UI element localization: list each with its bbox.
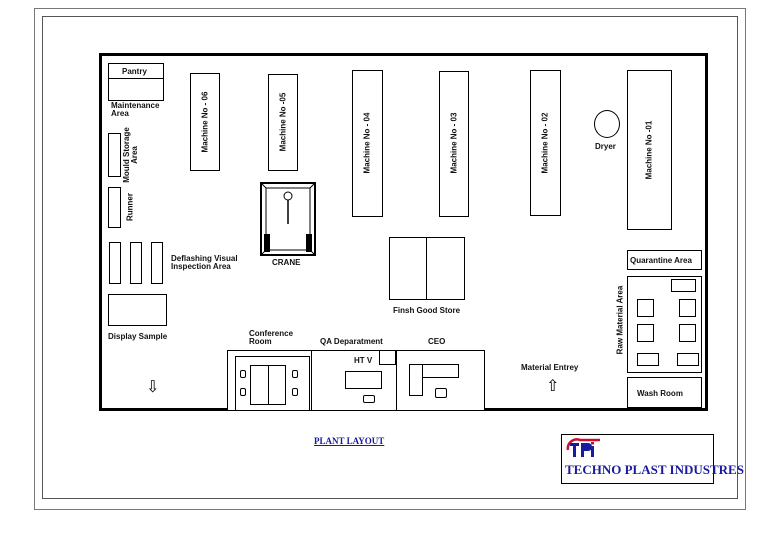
machine-05 — [268, 74, 298, 171]
finish-good-store-label: Finsh Good Store — [393, 306, 461, 315]
qa-chair — [363, 395, 375, 403]
dryer-label: Dryer — [595, 142, 616, 151]
office-divider-2 — [396, 350, 397, 410]
raw-material-rack — [671, 279, 696, 292]
drawing-frame — [42, 16, 738, 499]
qa-department-label: QA Deparatment — [320, 337, 383, 346]
wash-room-label: Wash Room — [637, 389, 683, 398]
machine-02-label: Machine No - 02 — [540, 112, 550, 174]
deflashing-table-3 — [151, 242, 163, 284]
deflashing-table-2 — [130, 242, 142, 284]
deflashing-label: Deflashing Visual Inspection Area — [171, 254, 238, 271]
ceo-chair — [435, 388, 447, 398]
runner-label: Runner — [125, 193, 135, 221]
machine-06 — [190, 73, 220, 171]
quarantine-area-box — [627, 250, 702, 270]
display-sample-label: Display Sample — [108, 332, 168, 341]
material-entry-label: Material Entrey — [521, 363, 579, 372]
machine-01-label: Machine No -01 — [644, 120, 654, 180]
machine-03 — [439, 71, 469, 217]
raw-material-rack — [637, 353, 659, 366]
finish-good-store-box — [389, 237, 465, 300]
display-sample-box — [108, 294, 167, 326]
deflashing-table-1 — [109, 242, 121, 284]
machine-04 — [352, 70, 383, 217]
machine-02 — [530, 70, 561, 216]
sheet-frame — [34, 8, 746, 510]
conference-room-label: Conference Room — [249, 329, 294, 346]
machine-01 — [627, 70, 672, 230]
raw-material-rack — [637, 324, 654, 342]
machine-04-label: Machine No - 04 — [362, 112, 372, 174]
machine-06-label: Machine No - 06 — [200, 91, 210, 153]
up-arrow-icon: ⇧ — [546, 378, 560, 395]
ht-v-box — [379, 350, 396, 365]
conference-chair — [240, 388, 246, 396]
tpi-logo-mark — [566, 438, 600, 457]
company-name: TECHNO PLAST INDUSTRES — [565, 462, 744, 477]
ceo-desk-return — [409, 364, 423, 396]
raw-material-rack — [677, 353, 699, 366]
plant-layout-title: PLANT LAYOUT — [314, 436, 385, 446]
conference-chair — [292, 370, 298, 378]
crane-drawing — [260, 182, 316, 256]
maintenance-area-label: Maintenance Area — [111, 101, 160, 118]
pantry-label: Pantry — [122, 67, 147, 76]
raw-material-rack — [679, 299, 696, 317]
pantry-box — [108, 63, 164, 101]
conference-table — [250, 365, 286, 405]
logo-box — [561, 434, 714, 484]
qa-desk — [345, 371, 382, 389]
machine-03-label: Machine No - 03 — [449, 112, 459, 174]
down-arrow-icon: ⇩ — [146, 379, 160, 396]
machine-05-label: Machine No -05 — [278, 92, 288, 152]
ht-v-label: HT V — [354, 356, 373, 365]
crane-label: CRANE — [272, 258, 301, 267]
raw-material-area-label: Raw Material Area — [615, 285, 625, 355]
mould-storage-box — [108, 133, 121, 177]
conference-chair — [292, 388, 298, 396]
ceo-label: CEO — [428, 337, 446, 346]
raw-material-rack — [637, 299, 654, 317]
runner-box — [108, 187, 121, 228]
office-divider-1 — [311, 350, 312, 410]
quarantine-area-label: Quarantine Area — [630, 256, 692, 265]
conference-chair — [240, 370, 246, 378]
dryer-circle — [594, 110, 620, 138]
raw-material-rack — [679, 324, 696, 342]
wash-room-box — [627, 377, 702, 408]
mould-storage-label: Mould Storage Area — [122, 127, 139, 183]
